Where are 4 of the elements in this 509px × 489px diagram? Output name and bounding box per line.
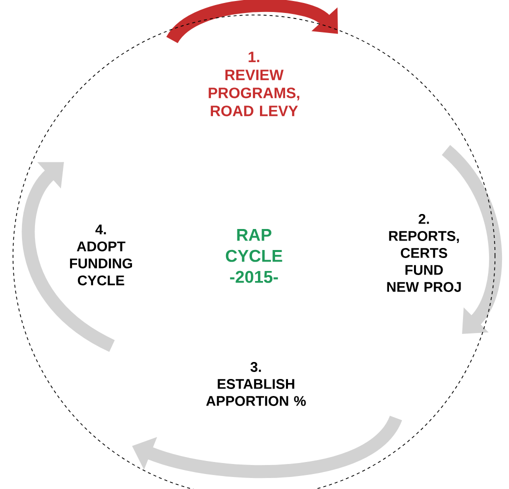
step-text: 3. ESTABLISH APPORTION % — [206, 362, 306, 406]
step-text: 1. REVIEW PROGRAMS, ROAD LEVY — [208, 52, 300, 116]
step-text: 4. ADOPT FUNDING CYCLE — [70, 224, 132, 286]
step-text: 2. REPORTS, CERTS FUND NEW PROJ — [387, 214, 461, 292]
